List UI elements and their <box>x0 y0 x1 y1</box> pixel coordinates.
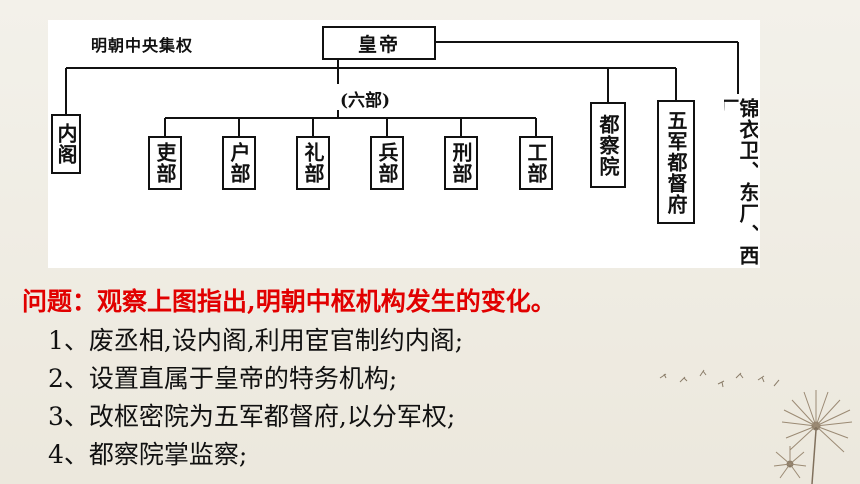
question-text: 问题：观察上图指出,明朝中枢机构发生的变化。 <box>22 287 556 316</box>
answer-item: 3、改枢密院为五军都督府,以分军权; <box>48 402 456 431</box>
diagram-title: 明朝中央集权 <box>91 36 194 55</box>
org-chart: 明朝中央集权 皇帝 (六部) 内阁 吏部 户部 礼部 兵部 刑部 工部 都察院 … <box>48 20 760 268</box>
answer-item: 2、设置直属于皇帝的特务机构; <box>48 364 398 393</box>
ministry-box-rites: 礼部 <box>296 136 330 190</box>
grand-secretariat-box: 内阁 <box>51 114 81 174</box>
ministry-box-works: 工部 <box>519 136 553 190</box>
answer-list: 1、废丞相,设内阁,利用宦官制约内阁; 2、设置直属于皇帝的特务机构; 3、改枢… <box>48 322 463 474</box>
ministry-box-revenue: 户部 <box>222 136 256 190</box>
ministry-box-war: 兵部 <box>370 136 404 190</box>
five-military-commissions-box: 五军都督府 <box>657 100 695 224</box>
dandelion-decoration <box>659 369 853 484</box>
org-chart-connectors <box>65 41 739 136</box>
emperor-box: 皇帝 <box>322 26 436 60</box>
ministry-box-justice: 刑部 <box>444 136 478 190</box>
ministry-box-personnel: 吏部 <box>148 136 182 190</box>
censorate-box: 都察院 <box>590 102 626 188</box>
answer-item: 1、废丞相,设内阁,利用宦官制约内阁; <box>48 326 464 355</box>
six-ministries-label: (六部) <box>340 91 391 111</box>
secret-police-label: 锦衣卫、东厂、西厂 <box>724 98 758 266</box>
answer-item: 4、都察院掌监察; <box>48 440 248 469</box>
